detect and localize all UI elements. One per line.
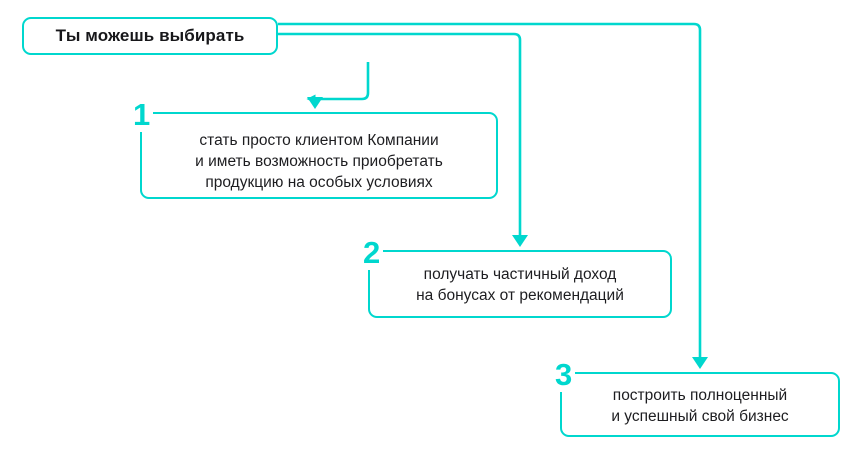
step-1-line-1: стать просто клиентом Компании (199, 132, 439, 149)
step-box-1[interactable]: стать просто клиентом Компании и иметь в… (140, 112, 498, 199)
step-3-line-2: и успешный свой бизнес (611, 408, 789, 425)
step-2-line-2: на бонусах от рекомендаций (416, 287, 624, 304)
arrow-step-3 (692, 357, 708, 369)
root-box[interactable]: Ты можешь выбирать (22, 17, 278, 55)
root-label: Ты можешь выбирать (55, 26, 245, 45)
step-number-1: 1 (131, 99, 154, 132)
step-1-line-2: и иметь возможность приобретать (195, 153, 443, 170)
step-box-3[interactable]: построить полноценный и успешный свой би… (560, 372, 840, 437)
step-number-3: 3 (553, 359, 576, 392)
connector-to-step-1 (306, 62, 370, 104)
step-number-2: 2 (361, 237, 384, 270)
arrow-step-1 (307, 97, 323, 109)
step-box-2[interactable]: получать частичный доход на бонусах от р… (368, 250, 672, 318)
step-1-line-3: продукцию на особых условиях (205, 174, 433, 191)
step-3-line-1: построить полноценный (612, 387, 788, 404)
arrow-step-2 (512, 235, 528, 247)
step-2-line-1: получать частичный доход (423, 266, 617, 283)
